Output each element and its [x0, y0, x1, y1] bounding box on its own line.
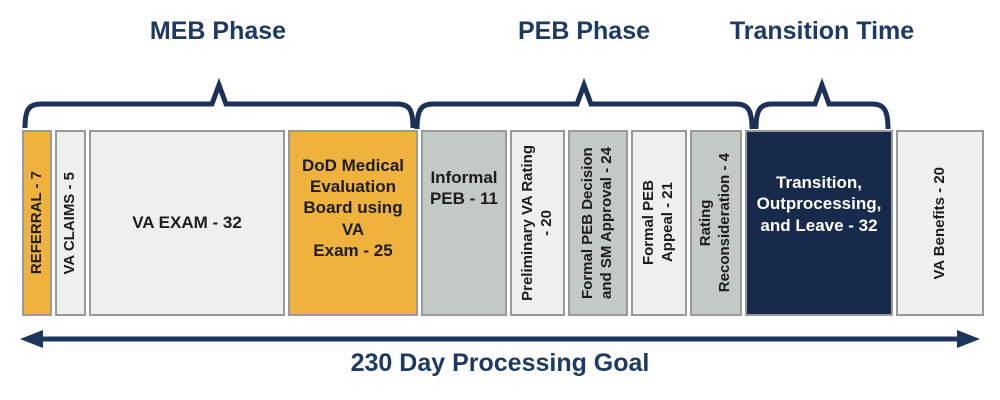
segment-va-claims-label: VA CLAIMS - 5	[61, 171, 79, 275]
segment-va-benefits-label: VA Benefits - 20	[930, 166, 948, 280]
segment-formal-peb-decision-label: Formal PEB Decision and SM Approval - 24	[579, 147, 615, 299]
segment-formal-peb-appeal: Formal PEB Appeal - 21	[631, 130, 687, 316]
meb-phase-label: MEB Phase	[149, 17, 287, 45]
segment-va-benefits: VA Benefits - 20	[896, 130, 984, 316]
transition-time-brace	[753, 77, 891, 130]
peb-phase-brace	[414, 77, 755, 130]
processing-goal-label: 230 Day Processing Goal	[350, 349, 650, 377]
segment-transition-outprocessing: Transition, Outprocessing, and Leave - 3…	[745, 130, 893, 316]
segment-dod-meb: DoD Medical Evaluation Board using VA Ex…	[288, 130, 418, 316]
transition-time-label: Transition Time	[729, 17, 915, 45]
segment-preliminary-va-rating-label: Preliminary VA Rating - 20	[518, 145, 555, 301]
segment-referral-label: REFERRAL - 7	[27, 171, 45, 275]
segment-rating-reconsideration: Rating Reconsideration - 4	[690, 130, 742, 316]
arrow-right-head-icon	[957, 330, 980, 348]
segment-preliminary-va-rating: Preliminary VA Rating - 20	[510, 130, 565, 316]
segment-formal-peb-decision: Formal PEB Decision and SM Approval - 24	[568, 130, 628, 316]
timeline-segment-bar: REFERRAL - 7 VA CLAIMS - 5 VA EXAM - 32 …	[22, 130, 984, 316]
segment-formal-peb-appeal-label: Formal PEB Appeal - 21	[640, 180, 676, 266]
segment-va-claims: VA CLAIMS - 5	[55, 130, 86, 316]
segment-dod-meb-label: DoD Medical Evaluation Board using VA Ex…	[301, 155, 405, 260]
segment-rating-reconsideration-label: Rating Reconsideration - 4	[697, 153, 733, 293]
segment-va-exam: VA EXAM - 32	[89, 130, 285, 316]
segment-transition-outprocessing-label: Transition, Outprocessing, and Leave - 3…	[756, 173, 882, 235]
segment-va-exam-label: VA EXAM - 32	[132, 213, 242, 233]
meb-phase-brace	[22, 77, 416, 129]
segment-informal-peb-label: Informal PEB - 11	[429, 167, 499, 208]
peb-phase-label: PEB Phase	[517, 17, 651, 45]
segment-referral: REFERRAL - 7	[22, 130, 52, 316]
arrow-left-head-icon	[20, 330, 43, 348]
segment-informal-peb: Informal PEB - 11	[421, 130, 507, 316]
